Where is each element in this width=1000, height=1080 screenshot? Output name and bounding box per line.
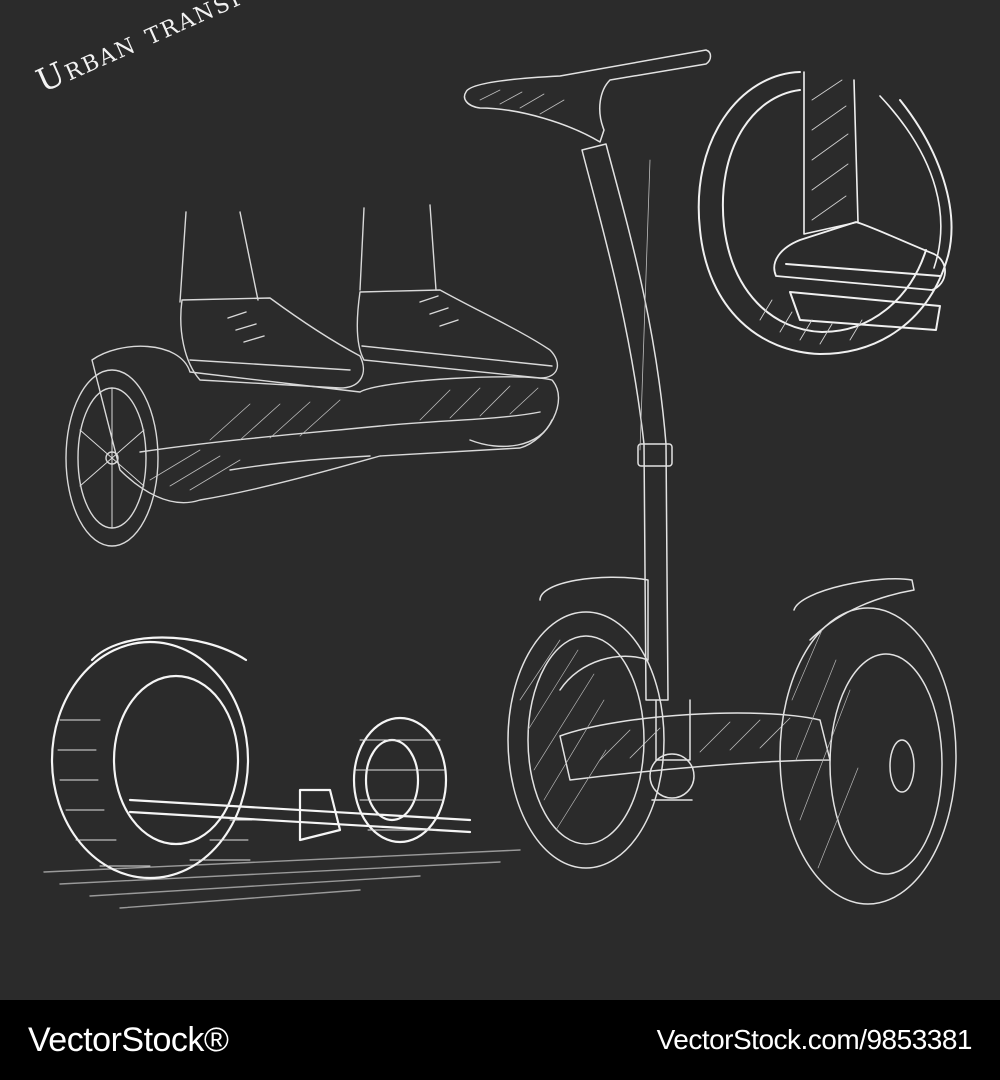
illustration-canvas: Urban transport: [30, 0, 957, 909]
sketch-artwork: [43, 49, 957, 909]
watermark-bar: VectorStock® VectorStock.com/9853381: [0, 1000, 1000, 1080]
unicycle-sketch: [697, 71, 953, 355]
hoverboard-sketch: [65, 204, 560, 547]
brand-logo-text: VectorStock®: [28, 1020, 229, 1059]
hovershoes-sketch: [43, 636, 521, 909]
source-url: VectorStock.com/9853381: [656, 1024, 973, 1055]
segway-sketch: [463, 49, 957, 905]
